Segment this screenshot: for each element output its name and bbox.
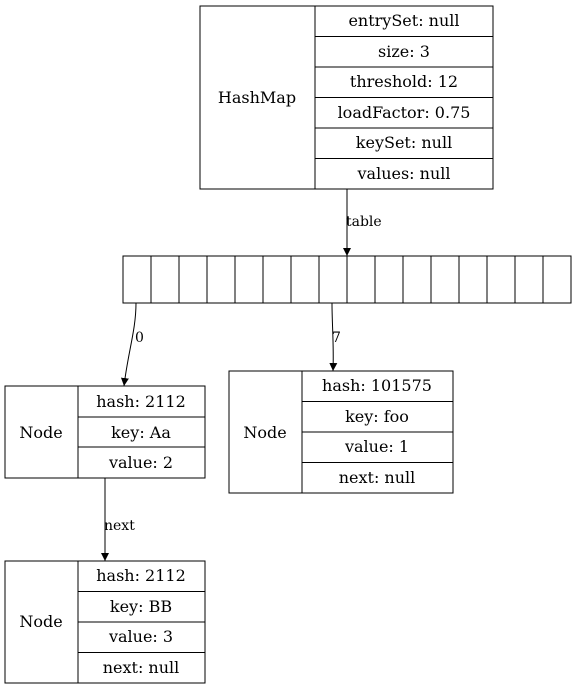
node-bb-title: Node — [19, 612, 62, 631]
edge-next: next — [101, 478, 135, 561]
table-slot-8 — [346, 255, 376, 304]
hashmap-field-keyset: keySet: null — [356, 133, 452, 152]
table-slot-12 — [458, 255, 488, 304]
edge-table: table — [343, 189, 382, 256]
table-slot-14 — [514, 255, 544, 304]
node-bb-field-key: key: BB — [110, 597, 172, 616]
table-slot-4 — [234, 255, 264, 304]
node-aa-field-value: value: 2 — [108, 453, 173, 472]
node-bb-record: Node hash: 2112 key: BB value: 3 next: n… — [4, 560, 206, 684]
node-aa-title: Node — [19, 423, 62, 442]
hashmap-field-threshold: threshold: 12 — [350, 72, 458, 91]
node-foo-record: Node hash: 101575 key: foo value: 1 next… — [228, 370, 454, 494]
hashmap-record: HashMap entrySet: null size: 3 threshold… — [199, 5, 494, 190]
table-array — [122, 255, 572, 304]
table-slot-9 — [374, 255, 404, 304]
hashmap-field-values: values: null — [357, 164, 451, 183]
node-bb-field-next: next: null — [103, 658, 180, 677]
edge-slot-0: 0 — [120, 302, 144, 387]
hashmap-field-entryset: entrySet: null — [348, 11, 459, 30]
node-aa-field-hash: hash: 2112 — [96, 392, 186, 411]
node-bb-field-value: value: 3 — [108, 627, 173, 646]
node-foo-field-key: key: foo — [345, 407, 409, 426]
table-slot-1 — [150, 255, 180, 304]
edge-slot-7: 7 — [329, 302, 341, 372]
edge-label-7: 7 — [332, 330, 341, 346]
table-slot-5 — [262, 255, 292, 304]
table-slot-13 — [486, 255, 516, 304]
table-slot-2 — [178, 255, 208, 304]
node-foo-field-value: value: 1 — [344, 437, 409, 456]
table-slot-10 — [402, 255, 432, 304]
node-foo-title: Node — [243, 423, 286, 442]
node-bb-field-hash: hash: 2112 — [96, 566, 186, 585]
table-slot-3 — [206, 255, 236, 304]
node-aa-record: Node hash: 2112 key: Aa value: 2 — [4, 385, 206, 479]
table-slot-11 — [430, 255, 460, 304]
edge-label-table: table — [346, 214, 382, 230]
node-aa-field-key: key: Aa — [111, 423, 171, 442]
edge-label-0: 0 — [135, 330, 144, 346]
node-foo-field-next: next: null — [339, 468, 416, 487]
table-slot-6 — [290, 255, 320, 304]
node-foo-field-hash: hash: 101575 — [322, 376, 432, 395]
hashmap-title: HashMap — [218, 88, 296, 107]
table-slot-7 — [318, 255, 348, 304]
edge-label-next: next — [104, 518, 135, 534]
table-slot-0 — [122, 255, 152, 304]
hashmap-field-size: size: 3 — [378, 42, 430, 61]
table-slot-15 — [542, 255, 572, 304]
hashmap-field-loadfactor: loadFactor: 0.75 — [338, 103, 471, 122]
